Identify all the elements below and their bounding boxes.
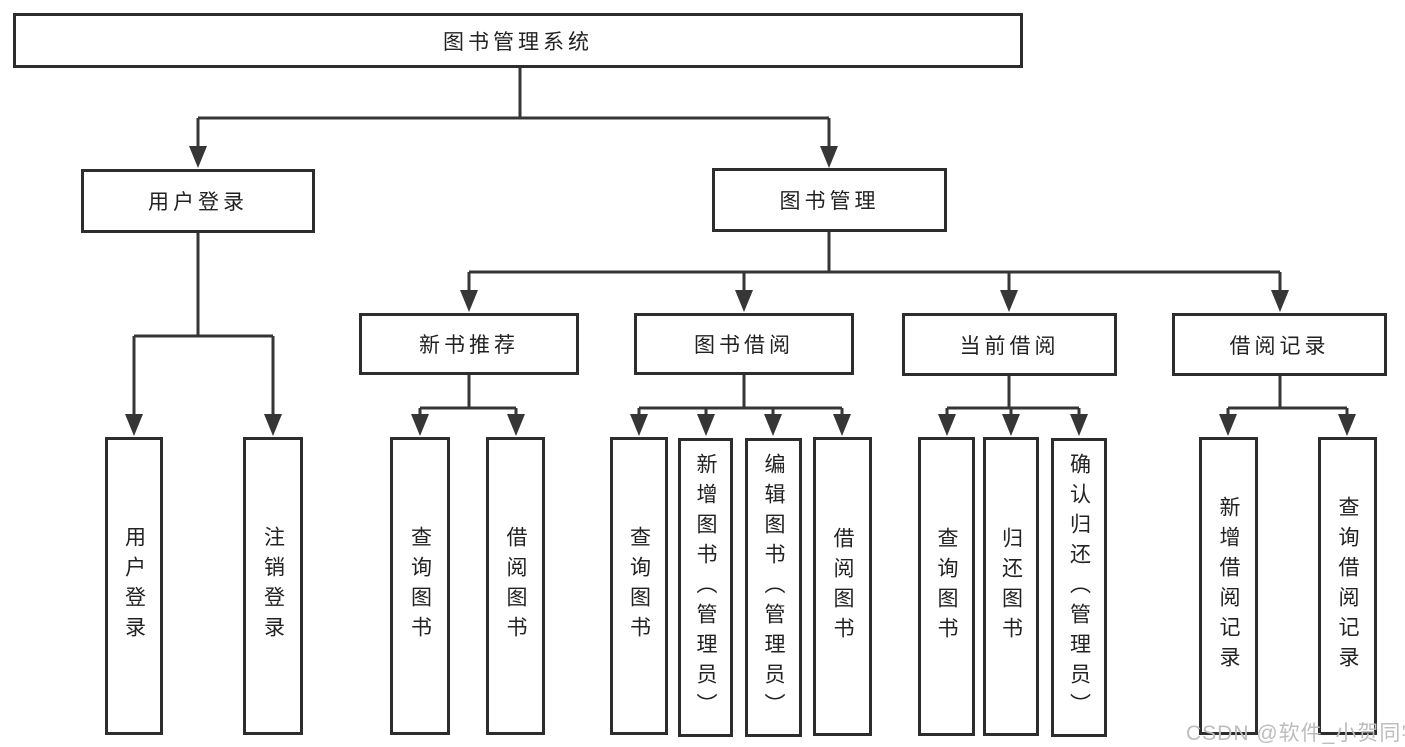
arrowhead <box>1000 290 1018 312</box>
arrowhead <box>1070 414 1088 436</box>
leaf-label: 查询借阅记录 <box>1336 496 1359 676</box>
leaf-query-books-1: 查询图书 <box>390 437 450 735</box>
leaf-return-book: 归还图书 <box>983 437 1039 736</box>
connector-path <box>132 233 275 418</box>
leaf-label: 注销登录 <box>261 526 285 646</box>
arrowhead <box>189 146 207 168</box>
arrowhead <box>1338 414 1356 436</box>
leaf-query-books-3: 查询图书 <box>918 437 975 736</box>
node-book-borrow: 图书借阅 <box>634 313 854 375</box>
connector-path <box>196 68 831 150</box>
arrowhead <box>460 290 478 312</box>
leaf-query-borrow-record: 查询借阅记录 <box>1318 437 1377 735</box>
csdn-watermark: CSDN @软件_小贺同学 <box>1186 722 1405 745</box>
leaf-user-login: 用户登录 <box>105 437 163 735</box>
arrowhead <box>697 414 715 436</box>
leaf-confirm-return-admin: 确认归还（管理员） <box>1051 438 1107 737</box>
arrowhead <box>833 414 851 436</box>
leaf-label: 借阅图书 <box>504 526 527 646</box>
leaf-label: 查询图书 <box>408 526 432 646</box>
arrowheads <box>125 146 1356 436</box>
connector-path <box>1226 376 1349 417</box>
connector-path <box>418 375 518 417</box>
node-user-login: 用户登录 <box>81 169 315 233</box>
connector-login-to-leaves <box>132 233 275 418</box>
connector-borrow-to-leaves <box>637 375 844 417</box>
node-book-management: 图书管理 <box>712 168 947 232</box>
node-new-book-recommend: 新书推荐 <box>359 313 579 375</box>
connector-records-to-leaves <box>1226 376 1349 417</box>
connector-path <box>467 232 1282 294</box>
leaf-label: 新增借阅记录 <box>1217 496 1240 676</box>
arrowhead <box>1271 290 1289 312</box>
arrowhead <box>1219 414 1237 436</box>
arrowhead <box>820 146 838 168</box>
connector-root-to-level2 <box>196 68 831 150</box>
connector-newbook-to-leaves <box>418 375 518 417</box>
leaf-label: 借阅图书 <box>831 526 854 647</box>
leaf-label: 用户登录 <box>122 526 146 646</box>
leaf-add-borrow-record: 新增借阅记录 <box>1199 437 1258 735</box>
leaf-label: 归还图书 <box>999 526 1023 647</box>
leaf-edit-book-admin: 编辑图书（管理员） <box>745 438 802 737</box>
arrowhead <box>735 290 753 312</box>
leaf-label: 新增图书（管理员） <box>694 452 717 723</box>
leaf-label: 编辑图书（管理员） <box>762 452 785 723</box>
connector-bookmgmt-to-level3 <box>467 232 1282 294</box>
leaf-label: 查询图书 <box>935 526 958 647</box>
arrowhead <box>411 414 429 436</box>
arrowhead <box>1002 414 1020 436</box>
leaf-label: 查询图书 <box>627 526 651 646</box>
node-library-management-system: 图书管理系统 <box>13 13 1023 68</box>
node-current-borrow: 当前借阅 <box>902 313 1117 376</box>
arrowhead <box>764 414 782 436</box>
leaf-label: 确认归还（管理员） <box>1067 452 1091 723</box>
node-borrow-records: 借阅记录 <box>1172 313 1387 376</box>
arrowhead <box>630 414 648 436</box>
leaf-borrow-books-1: 借阅图书 <box>486 437 545 735</box>
leaf-add-book-admin: 新增图书（管理员） <box>678 438 733 737</box>
connector-current-to-leaves <box>945 376 1081 417</box>
leaf-logout: 注销登录 <box>243 437 303 735</box>
arrowhead <box>125 414 143 436</box>
leaf-borrow-books-2: 借阅图书 <box>813 437 872 736</box>
leaf-query-books-2: 查询图书 <box>610 437 668 735</box>
arrowhead <box>938 414 956 436</box>
connector-path <box>637 375 844 417</box>
arrowhead <box>507 414 525 436</box>
arrowhead <box>264 414 282 436</box>
connector-path <box>945 376 1081 417</box>
